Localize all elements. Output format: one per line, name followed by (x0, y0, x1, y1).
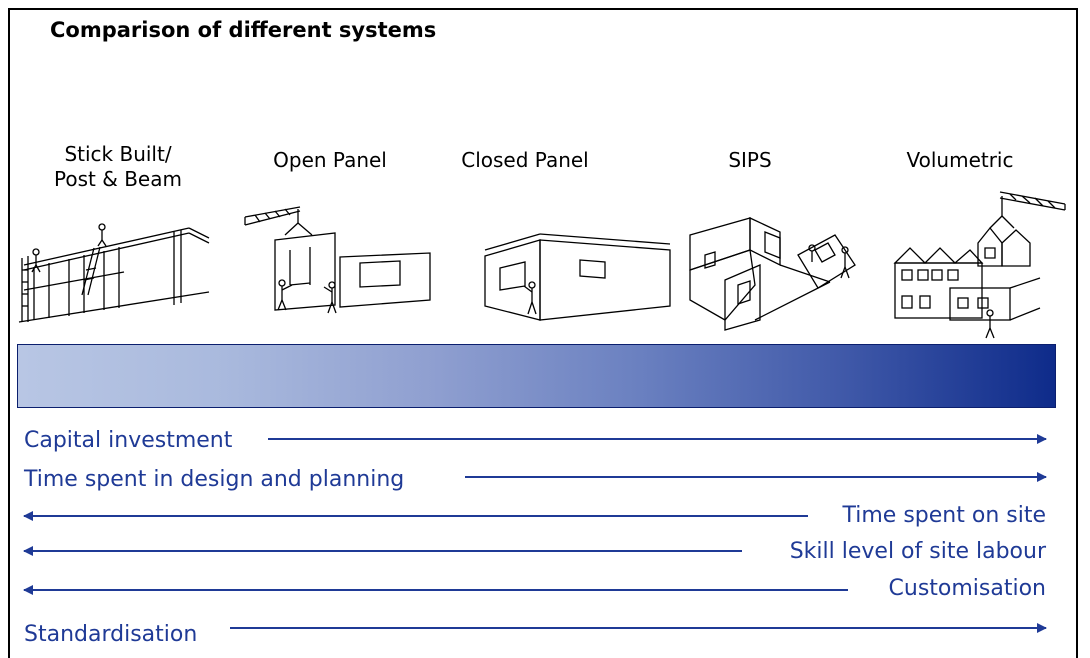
system-label-volumetric: Volumetric (906, 148, 1014, 172)
gradient-scale-bar (17, 344, 1056, 408)
diagram-title: Comparison of different systems (50, 18, 437, 42)
volumetric-houses-crane-icon (893, 191, 1066, 339)
system-label-open-panel: Open Panel (273, 148, 387, 172)
sips-panel-assembly-icon (689, 216, 856, 331)
factor-label-time-design: Time spent in design and planning (24, 467, 405, 492)
system-label-sips: SIPS (728, 148, 772, 172)
factor-label-capital-investment: Capital investment (24, 428, 233, 453)
open-panel-crane-icon (244, 206, 431, 314)
system-label-closed-panel: Closed Panel (461, 148, 589, 172)
stick-built-construction-icon (18, 223, 210, 323)
diagram-frame (8, 8, 1078, 658)
closed-panel-building-icon (484, 233, 671, 321)
system-label-stick-built: Stick Built/ Post & Beam (54, 142, 182, 191)
factor-label-customisation: Customisation (888, 576, 1046, 601)
factor-label-time-on-site: Time spent on site (842, 503, 1047, 528)
factor-label-skill-level: Skill level of site labour (789, 539, 1046, 564)
factor-label-standardisation: Standardisation (24, 622, 198, 647)
